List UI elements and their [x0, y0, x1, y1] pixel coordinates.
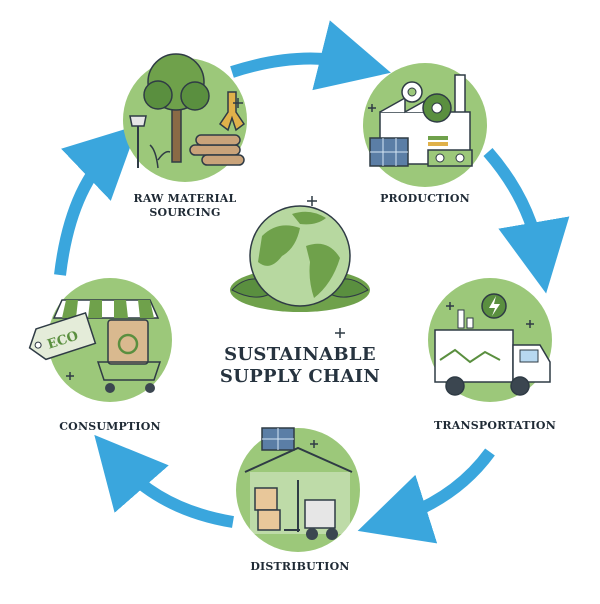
diagram-title: SUSTAINABLE SUPPLY CHAIN [200, 344, 400, 388]
title-line-2: SUPPLY CHAIN [219, 366, 381, 387]
consumption-icon [48, 278, 172, 402]
label-transportation: TRANSPORTATION [434, 419, 556, 432]
raw-material-icon [123, 53, 247, 182]
arrow-consumption-to-raw [54, 125, 139, 276]
eco-tag [28, 311, 97, 361]
sparkles [66, 98, 534, 448]
title-line-1: SUSTAINABLE [224, 344, 376, 365]
arrow-transportation-to-distribution [357, 448, 495, 544]
label-raw-material-sourcing: RAW MATERIAL SOURCING [120, 192, 250, 220]
earth-icon [230, 205, 370, 312]
label-production: PRODUCTION [380, 192, 470, 205]
cycle-arrows [54, 20, 570, 544]
arrow-raw-to-production [230, 20, 391, 91]
label-raw-line-2: SOURCING [149, 206, 221, 219]
label-raw-line-1: RAW MATERIAL [133, 192, 237, 205]
distribution-icon [236, 427, 360, 552]
transportation-icon [428, 278, 552, 402]
arrow-production-to-transportation [483, 148, 570, 294]
label-consumption: CONSUMPTION [59, 420, 161, 433]
label-distribution: DISTRIBUTION [250, 560, 350, 573]
production-icon [363, 63, 487, 187]
arrow-distribution-to-consumption [94, 434, 234, 528]
